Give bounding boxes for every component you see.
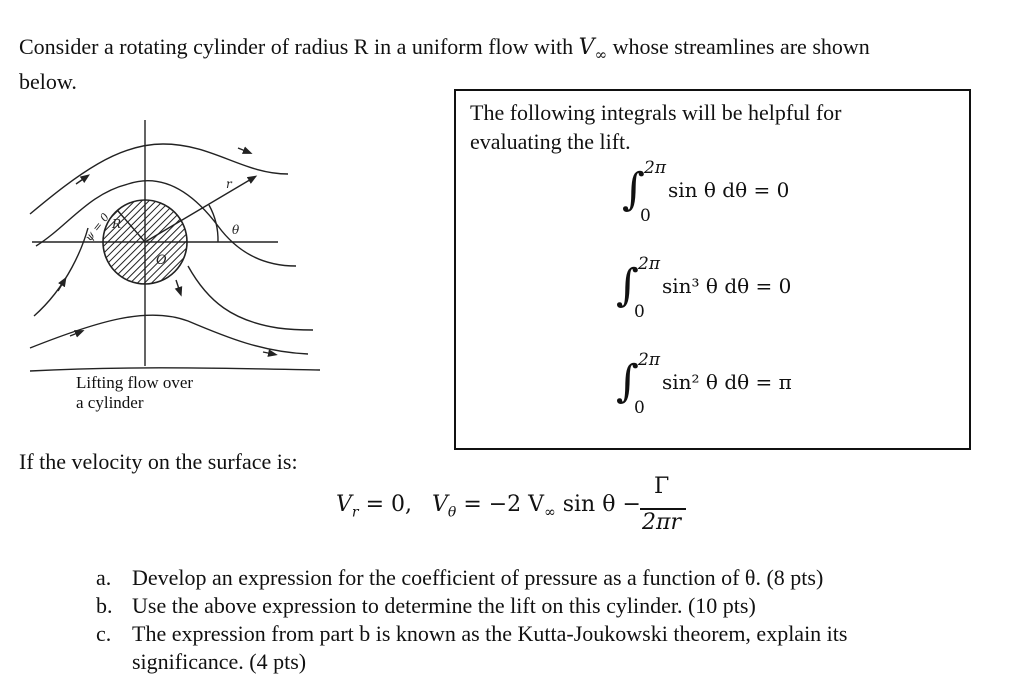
integral-upper-limit: 2π (638, 254, 660, 274)
integral-lower-limit: 0 (640, 206, 651, 226)
streamline (33, 227, 89, 317)
vtheta-sine: sin θ − (555, 492, 641, 517)
flow-arrow (174, 279, 183, 297)
v-symbol: V (578, 35, 595, 60)
intro-paragraph: Consider a rotating cylinder of radius R… (19, 33, 870, 96)
integrals-note: The following integrals will be helpful … (470, 98, 841, 156)
label-R: R (111, 217, 121, 231)
velocity-equation: Vr = 0, Vθ = −2 V∞ sin θ − Γ 2πr (336, 474, 756, 538)
label-O: O (156, 253, 167, 268)
intro-line-1: Consider a rotating cylinder of radius R… (19, 33, 870, 68)
question-label: c. (96, 621, 112, 646)
vtheta-term: Vθ = −2 V∞ sin θ − (432, 492, 641, 520)
streamline (29, 314, 309, 355)
fraction-denominator: 2πr (642, 510, 681, 535)
flow-arrow (237, 146, 253, 154)
flow-arrow (57, 276, 67, 292)
vr-symbol: V (336, 492, 352, 517)
vr-value: = 0, (358, 492, 413, 517)
note-line-1: The following integrals will be helpful … (470, 100, 842, 125)
integral-1: ∫ 2π 0 sin θ dθ = 0 (622, 158, 822, 226)
integrand: sin θ dθ = 0 (668, 178, 790, 202)
label-theta: θ (232, 223, 240, 237)
question-label: b. (96, 593, 113, 618)
fraction-numerator: Γ (654, 474, 670, 499)
integrand: sin³ θ dθ = 0 (662, 274, 792, 298)
integral-lower-limit: 0 (634, 398, 645, 418)
question-text: Use the above expression to determine th… (132, 593, 756, 618)
question-a: a. Develop an expression for the coeffici… (96, 564, 823, 592)
fraction-bar (640, 508, 686, 510)
streamline (29, 367, 321, 372)
integral-sign: ∫ (622, 164, 645, 215)
vtheta-subscript: θ (447, 504, 457, 521)
intro-text: Consider a rotating cylinder of radius R… (19, 34, 579, 59)
integral-2: ∫ 2π 0 sin³ θ dθ = 0 (616, 254, 816, 322)
question-b: b. Use the above expression to determine … (96, 592, 756, 620)
question-c-continued: significance. (4 pts) (132, 649, 307, 674)
vtheta-coefficient: = −2 V (456, 492, 545, 517)
vtheta-symbol: V (432, 492, 448, 517)
theta-arc (208, 204, 219, 243)
intro-line-2: below. (19, 69, 77, 95)
label-r: r (226, 177, 233, 191)
figure-caption: Lifting flow over a cylinder (76, 373, 193, 413)
vr-subscript: r (351, 504, 359, 521)
streamline (29, 143, 289, 215)
integrals-box (454, 89, 971, 450)
intro-text-cont: whose streamlines are shown (607, 34, 870, 59)
note-line-2: evaluating the lift. (470, 129, 631, 154)
integral-sign: ∫ (616, 356, 639, 407)
streamline (35, 180, 297, 267)
integral-lower-limit: 0 (634, 302, 645, 322)
infinity-subscript: ∞ (594, 45, 608, 64)
infinity-subscript: ∞ (544, 504, 556, 521)
integral-3: ∫ 2π 0 sin² θ dθ = π (616, 350, 826, 418)
lifting-flow-diagram: R O r θ ψ = 0 (29, 120, 321, 372)
integral-upper-limit: 2π (644, 158, 666, 178)
flow-arrow (69, 330, 85, 338)
integrand: sin² θ dθ = π (662, 370, 792, 394)
radius-R-line (117, 210, 146, 243)
flow-arrow (75, 174, 91, 185)
caption-line-2: a cylinder (76, 393, 144, 412)
question-c: c. The expression from part b is known as… (96, 620, 847, 648)
question-label: a. (96, 565, 112, 590)
vr-term: Vr = 0, (336, 492, 412, 520)
streamline (187, 265, 314, 331)
caption-line-1: Lifting flow over (76, 373, 194, 392)
flow-arrow (262, 349, 278, 357)
integral-upper-limit: 2π (638, 350, 660, 370)
surface-velocity-intro: If the velocity on the surface is: (19, 449, 298, 474)
v-infinity: V∞ (578, 35, 608, 64)
question-text: The expression from part b is known as t… (132, 621, 848, 646)
question-text: Develop an expression for the coefficien… (132, 565, 824, 590)
integral-sign: ∫ (616, 260, 639, 311)
